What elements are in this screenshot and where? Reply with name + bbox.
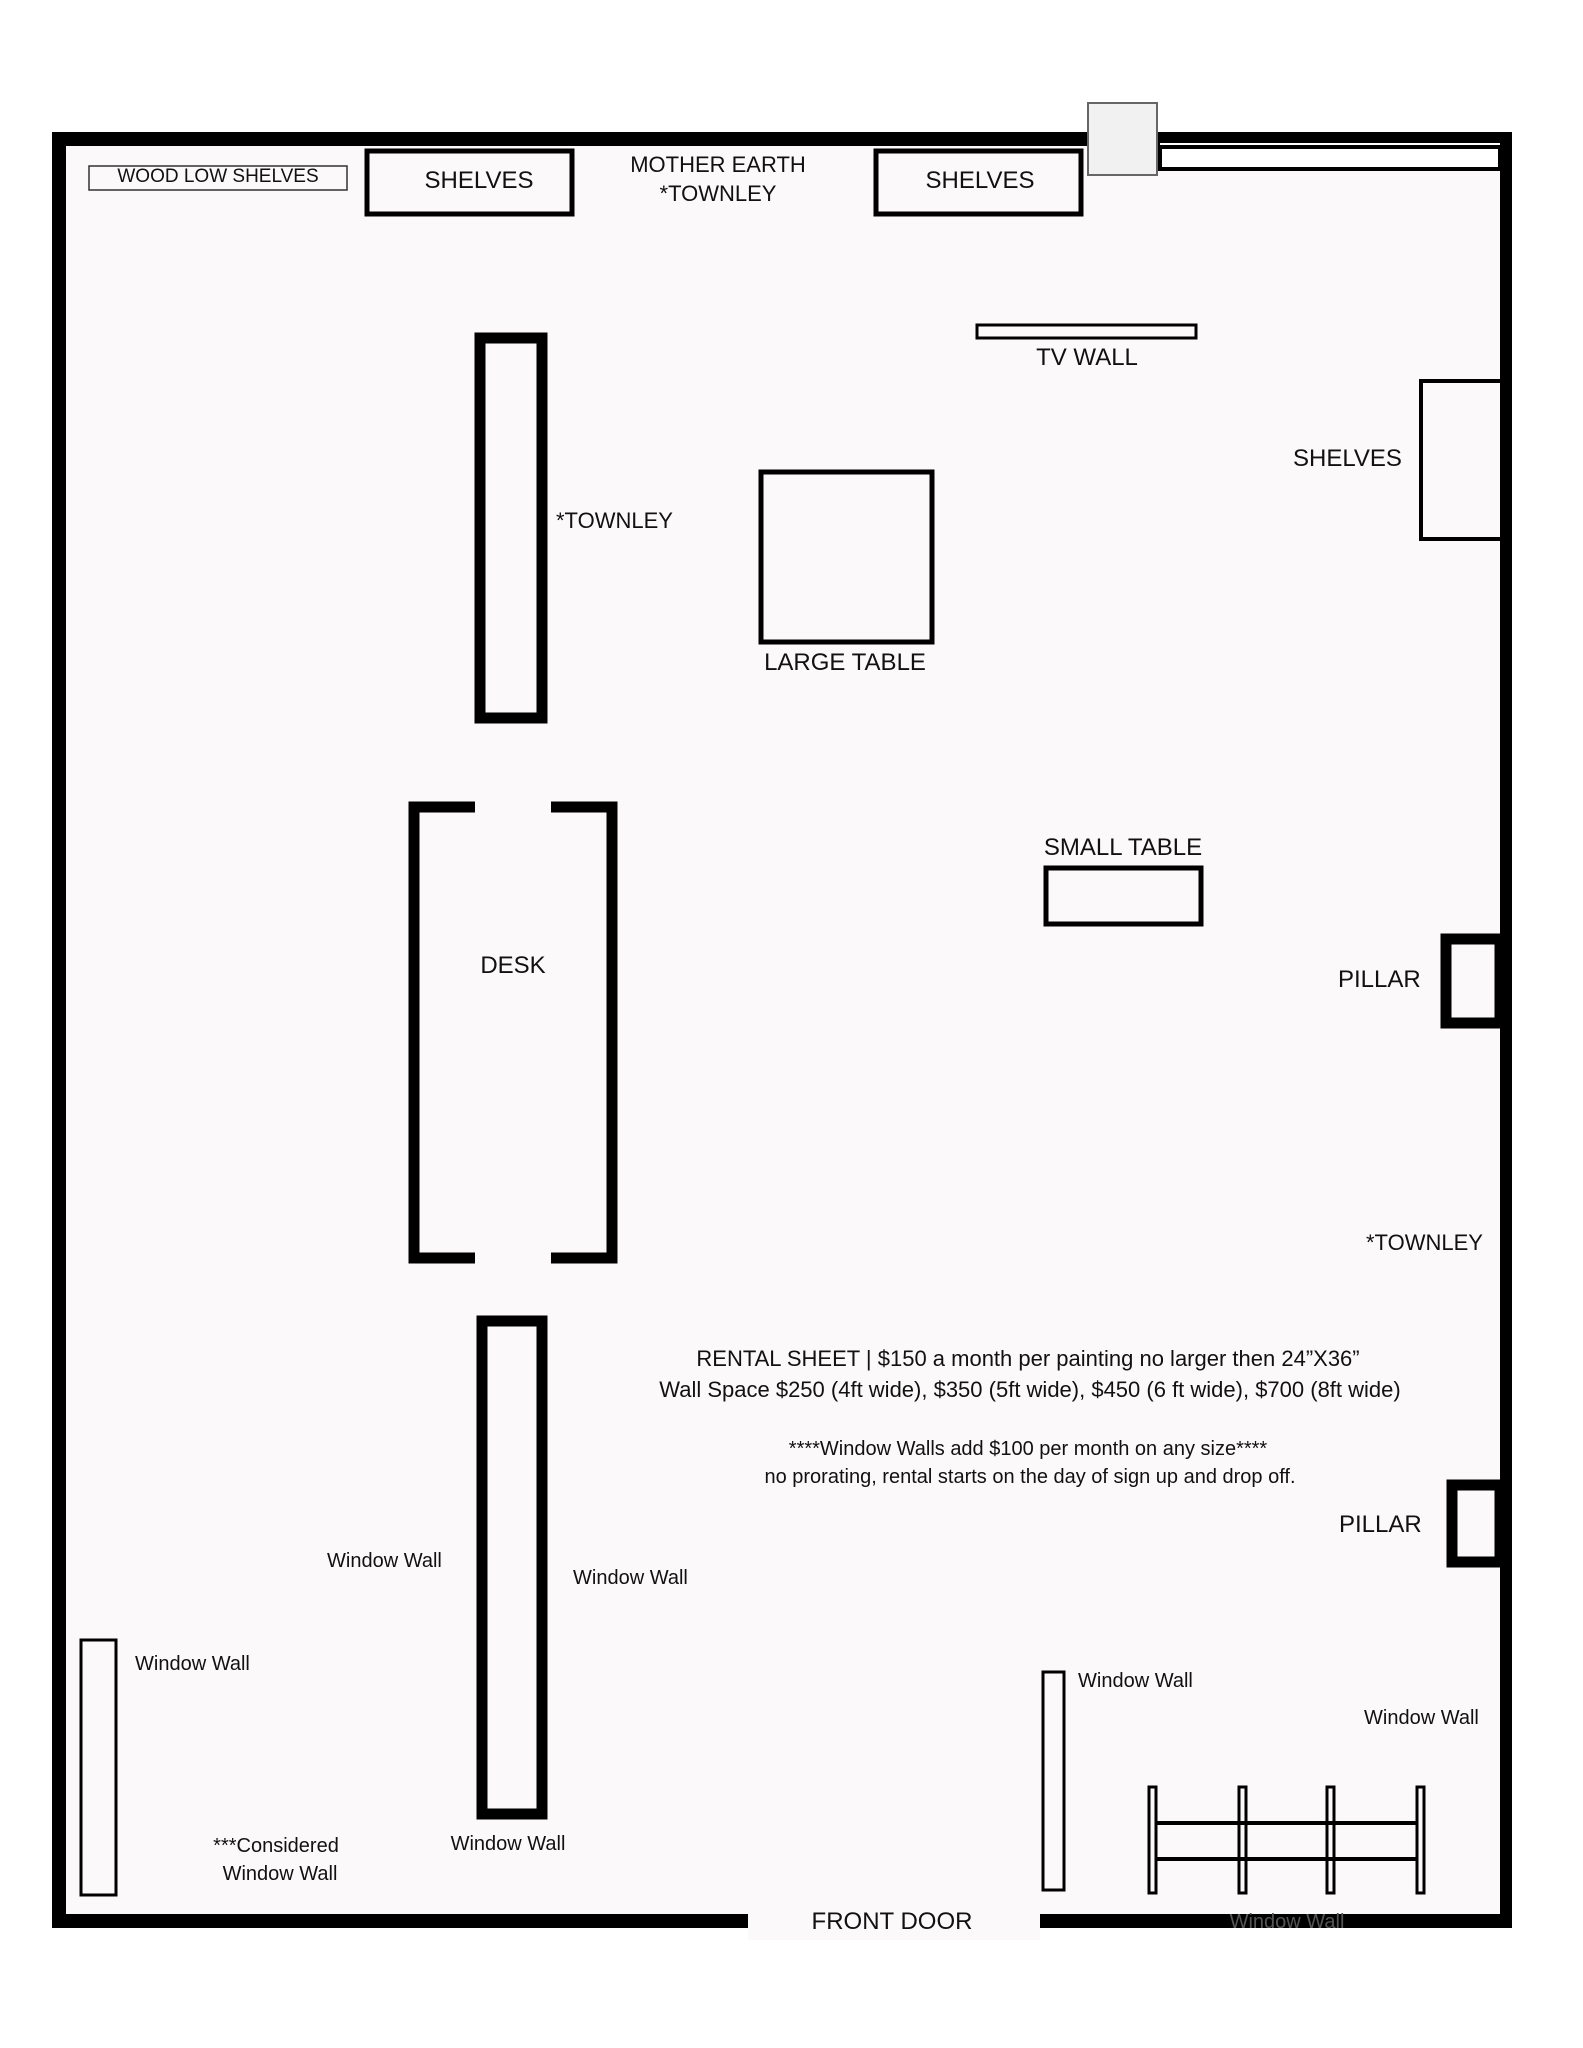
shelves-right-label: SHELVES bbox=[1293, 445, 1402, 472]
window-wall-post-bottom-label: Window Wall bbox=[450, 1833, 566, 1855]
small-table-label: SMALL TABLE bbox=[1043, 834, 1203, 861]
rack-post-1 bbox=[1147, 1785, 1158, 1895]
wall-bottom-left bbox=[52, 1914, 748, 1928]
wall-right bbox=[1500, 132, 1512, 1928]
shelves-top-left bbox=[364, 148, 575, 217]
wall-bottom-right bbox=[1040, 1914, 1512, 1928]
front-door-label: FRONT DOOR bbox=[811, 1908, 973, 1935]
wood-low-shelves-label: WOOD LOW SHELVES bbox=[117, 166, 319, 187]
window-wall-far-left-label: Window Wall bbox=[135, 1653, 250, 1675]
rental-line-2: Wall Space $250 (4ft wide), $350 (5ft wi… bbox=[659, 1377, 1401, 1402]
townley-post bbox=[474, 332, 548, 724]
rack-post-2 bbox=[1237, 1785, 1248, 1895]
top-right-notch-line bbox=[1158, 145, 1502, 171]
window-wall-bottom-mid-label: Window Wall bbox=[1078, 1670, 1193, 1692]
rack-post-3 bbox=[1325, 1785, 1336, 1895]
shelves-top-right-label: SHELVES bbox=[925, 167, 1035, 194]
desk-label: DESK bbox=[480, 952, 546, 979]
shelves-top-right bbox=[873, 148, 1084, 217]
shelves-right bbox=[1419, 379, 1507, 541]
considered-label-line-1: ***Considered bbox=[213, 1835, 339, 1857]
considered-label-line-2: Window Wall bbox=[222, 1863, 338, 1885]
tv-wall bbox=[975, 323, 1198, 340]
tv-wall-label: TV WALL bbox=[1036, 344, 1138, 371]
pillar-1 bbox=[1440, 933, 1506, 1029]
townley-right-label: *TOWNLEY bbox=[1366, 1230, 1483, 1255]
front-door-gap bbox=[748, 1900, 1040, 1940]
rental-line-1: RENTAL SHEET | $150 a month per painting… bbox=[696, 1346, 1360, 1371]
small-table bbox=[1043, 865, 1204, 927]
rental-line-3: ****Window Walls add $100 per month on a… bbox=[788, 1438, 1268, 1460]
rack-post-4 bbox=[1415, 1785, 1426, 1895]
rental-line-4: no prorating, rental starts on the day o… bbox=[764, 1466, 1296, 1488]
pillar-2 bbox=[1446, 1479, 1506, 1568]
townley-left-label: *TOWNLEY bbox=[556, 508, 673, 533]
desk-right-bracket bbox=[551, 801, 618, 1264]
townley-top-label: *TOWNLEY bbox=[659, 181, 777, 206]
window-wall-rack bbox=[1147, 1785, 1426, 1895]
pillar-2-label: PILLAR bbox=[1339, 1511, 1422, 1538]
shelves-top-left-label: SHELVES bbox=[424, 167, 534, 194]
window-wall-bottom-mid-panel bbox=[1041, 1670, 1066, 1892]
window-wall-left-of-post-label: Window Wall bbox=[327, 1550, 442, 1572]
wall-left bbox=[52, 132, 66, 1928]
pillar-1-label: PILLAR bbox=[1338, 966, 1421, 993]
vent-box bbox=[1087, 102, 1158, 176]
desk-left-bracket bbox=[408, 801, 475, 1264]
large-table bbox=[758, 469, 935, 645]
wood-low-shelves bbox=[88, 165, 348, 191]
mother-earth-label: MOTHER EARTH bbox=[630, 152, 806, 177]
desk bbox=[408, 801, 618, 1264]
window-wall-bottom-edge-label: Window Wall bbox=[1229, 1911, 1345, 1933]
window-wall-post bbox=[476, 1315, 548, 1820]
window-wall-right-of-post-label: Window Wall bbox=[573, 1567, 688, 1589]
window-wall-bottom-right-label: Window Wall bbox=[1364, 1707, 1479, 1729]
large-table-label: LARGE TABLE bbox=[764, 649, 926, 676]
floor-area bbox=[58, 140, 1506, 1920]
window-wall-far-left-panel bbox=[79, 1638, 118, 1897]
